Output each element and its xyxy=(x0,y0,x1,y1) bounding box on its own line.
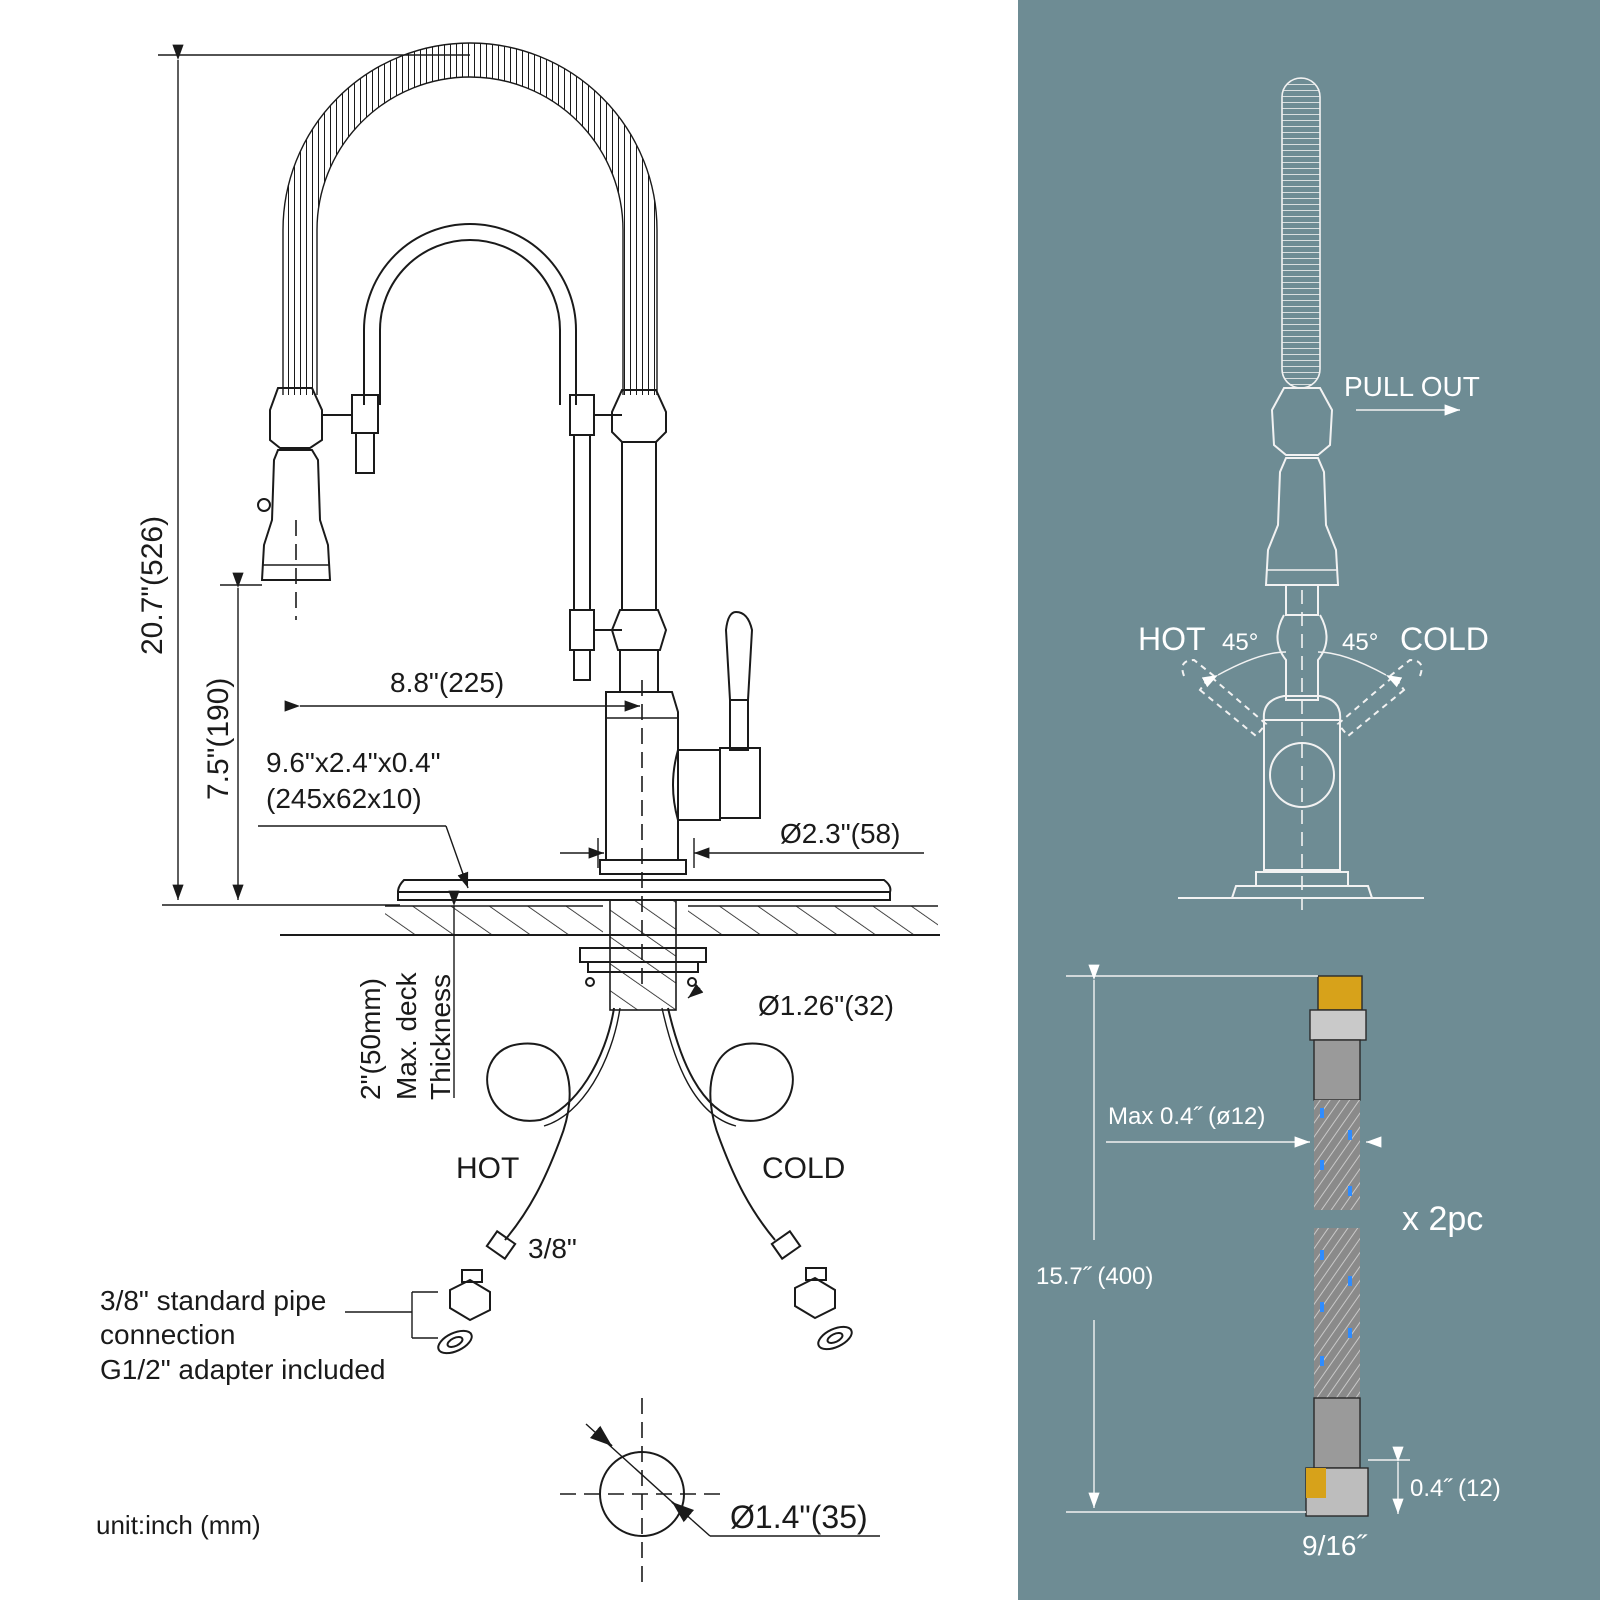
cold-handle-label: COLD xyxy=(1400,621,1489,657)
deck-plate-size-label: 9.6"x2.4"x0.4" xyxy=(266,747,441,778)
hose-diameter-label: Max 0.4˝ (ø12) xyxy=(1108,1103,1265,1130)
hose-size-label: 3/8" xyxy=(528,1233,577,1264)
cold-angle-label: 45° xyxy=(1342,629,1378,656)
shank-diameter-label: Ø1.26"(32) xyxy=(758,990,894,1021)
hot-label: HOT xyxy=(456,1152,519,1185)
reach-label: 8.8"(225) xyxy=(390,667,504,698)
deck-thickness-label-3: Thickness xyxy=(425,974,456,1100)
deck-thickness-label: 2"(50mm) xyxy=(355,978,386,1100)
hose-length-label: 15.7˝ (400) xyxy=(1036,1263,1153,1290)
unit-label: unit:inch (mm) xyxy=(96,1510,261,1540)
spout-height-label: 7.5"(190) xyxy=(202,678,235,800)
nut-thread-label: 9/16˝ xyxy=(1302,1530,1367,1561)
cold-label: COLD xyxy=(762,1152,845,1185)
front-view-drawing xyxy=(257,42,940,1590)
pull-out-label: PULL OUT xyxy=(1344,371,1480,402)
hot-angle-label: 45° xyxy=(1222,629,1258,656)
pipe-note-line2: connection xyxy=(100,1319,235,1350)
hot-handle-label: HOT xyxy=(1138,621,1206,657)
pipe-note-line3: G1/2" adapter included xyxy=(100,1354,385,1385)
pipe-note-line1: 3/8" standard pipe xyxy=(100,1285,326,1316)
quantity-label: x 2pc xyxy=(1402,1200,1483,1238)
nut-height-label: 0.4˝ (12) xyxy=(1410,1475,1501,1502)
deck-plate-size-mm-label: (245x62x10) xyxy=(266,783,422,814)
hole-diameter-label: Ø1.4"(35) xyxy=(730,1499,868,1535)
deck-thickness-label-2: Max. deck xyxy=(391,971,422,1100)
base-diameter-label: Ø2.3"(58) xyxy=(780,818,900,849)
dimension-lines xyxy=(158,44,924,1098)
overall-height-label: 20.7"(526) xyxy=(136,516,169,655)
side-view-drawing xyxy=(1066,77,1460,1517)
